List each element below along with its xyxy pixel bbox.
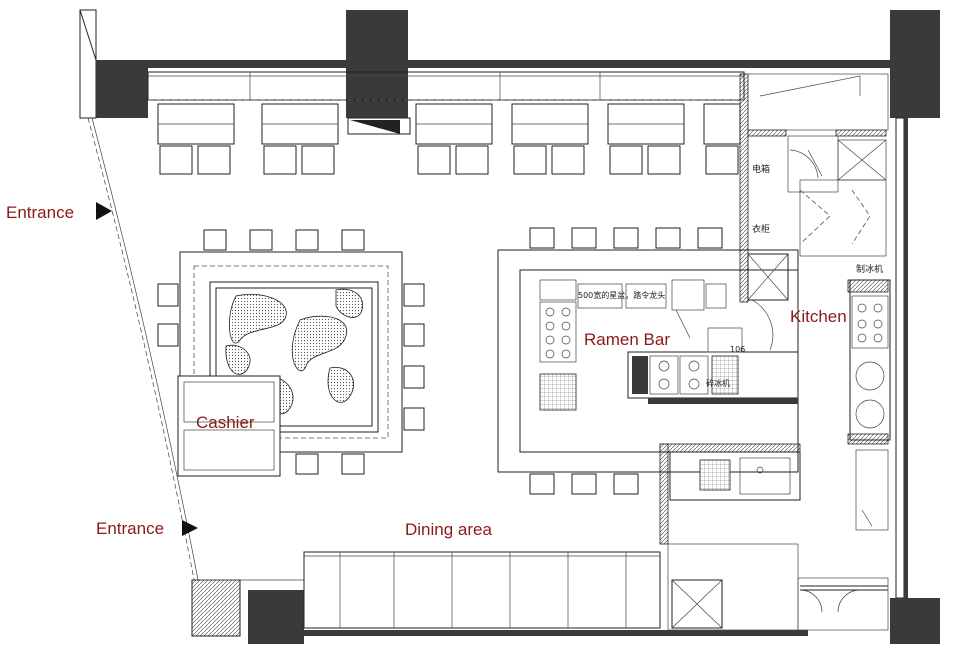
code-106-note: 106: [730, 345, 745, 354]
structure-walls: [79, 9, 940, 644]
dining-area-label: Dining area: [405, 520, 492, 539]
cashier-label: Cashier: [196, 413, 255, 432]
kitchen-label: Kitchen: [790, 307, 847, 326]
top-booth-seating: [147, 71, 745, 175]
pot-note: 500宽的星盆，踏令龙头: [578, 290, 665, 300]
kitchen-equipment: [667, 73, 891, 631]
entrance-top-label: Entrance: [6, 203, 74, 222]
bottom-booth-seating: [303, 551, 661, 629]
entrance-bottom-arrow: [182, 520, 198, 536]
ramen-bar-counter: [497, 227, 799, 495]
wardrobe-note: 衣柜: [752, 223, 770, 235]
entrance-bottom-label: Entrance: [96, 519, 164, 538]
entrance-top-arrow: [96, 202, 112, 220]
ice-machine-note: 制冰机: [856, 263, 883, 275]
cashier-counter: [177, 375, 281, 477]
counter-note: 碎冰机: [706, 378, 730, 388]
ramen-bar-label: Ramen Bar: [584, 330, 670, 349]
electric-box-note: 电箱: [752, 163, 770, 175]
